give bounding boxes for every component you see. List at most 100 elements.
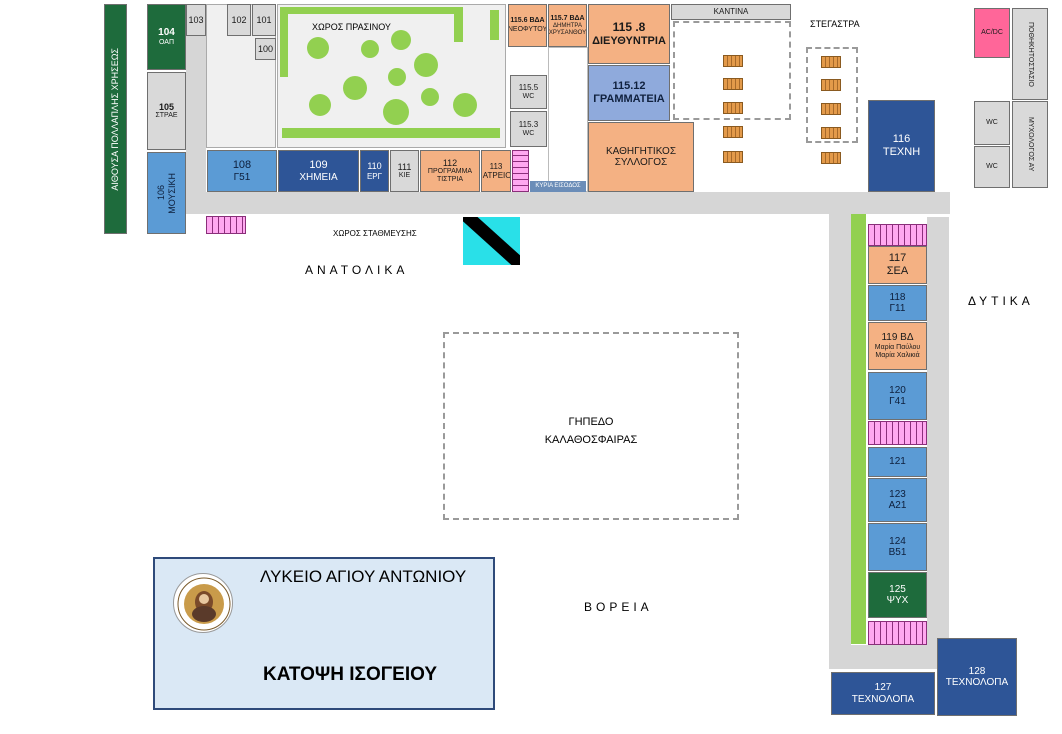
room-106[interactable]: 106 ΜΟΥΣΙΚΗ [147, 152, 186, 234]
stairs-east-mid [868, 421, 927, 445]
south-corridor [829, 645, 939, 669]
hall-label: ΑΙΘΟΥΣΑ ΠΟΛΛΑΠΛΗΣ ΧΡΗΣΕΩΣ [110, 47, 121, 191]
title-box: ΛΥΚΕΙΟ ΑΓΙΟΥ ΑΝΤΩΝΙΟΥ ΚΑΤΟΨΗ ΙΣΟΓΕΙΟΥ [153, 557, 495, 710]
tree [383, 99, 409, 125]
room-101[interactable]: 101 [252, 4, 276, 36]
wc-1[interactable]: WC [974, 101, 1010, 145]
east-corridor [829, 214, 851, 669]
room-120[interactable]: 120 Γ41 [868, 372, 927, 420]
room-128[interactable]: 128 ΤΕΧΝΟΛΟΠΑ [937, 638, 1017, 716]
room-104[interactable]: 104 ΟΑΠ [147, 4, 186, 70]
room-103-num: 103 [188, 14, 204, 25]
north-label: ΒΟΡΕΙΑ [584, 600, 653, 614]
canteen[interactable]: ΚΑΝΤΙΝΑ [671, 4, 791, 20]
room-110-name: ΕΡΓ [366, 171, 383, 181]
room-113-infirmary[interactable]: 113 ΙΑΤΡΕΙΟ [481, 150, 511, 192]
bench [723, 78, 743, 90]
stairs-corridor [206, 216, 246, 234]
room-115-3-wc[interactable]: 115.3 WC [510, 111, 547, 147]
west-corridor [186, 4, 206, 204]
room-112-name: ΠΡΟΓΡΑΜΜΑ [427, 168, 473, 176]
room-115-7[interactable]: 115.7 ΒΔΑ ΔΗΜΗΤΡΑ ΧΡΥΣΑΝΘΟΥ [548, 4, 587, 47]
room-127[interactable]: 127 ΤΕΧΝΟΛΟΠΑ [831, 672, 935, 715]
room-115-7-num: 115.7 ΒΔΑ [550, 14, 585, 22]
grass-strip-bottom [282, 128, 500, 138]
room-115-12-secretariat[interactable]: 115.12 ΓΡΑΜΜΑΤΕΙΑ [588, 65, 670, 121]
room-123[interactable]: 123 Α21 [868, 478, 927, 522]
room-115-7-name: ΔΗΜΗΤΡΑ [553, 22, 582, 29]
bench [821, 152, 841, 164]
inner-corridor [927, 217, 949, 647]
bench [723, 55, 743, 67]
room-109-name: ΧΗΜΕΙΑ [299, 171, 338, 183]
room-111[interactable]: 111 ΚΙΕ [390, 150, 419, 192]
basketball-court: ΓΗΠΕΔΟ ΚΑΛΑΘΟΣΦΑΙΡΑΣ [443, 332, 739, 520]
tree [388, 68, 406, 86]
staff-room[interactable]: ΚΑΘΗΓΗΤΙΚΟΣ ΣΥΛΛΟΓΟΣ [588, 122, 694, 192]
room-115-8-name: ΔΙΕΥΘΥΝΤΡΙΑ [592, 34, 666, 47]
room-109[interactable]: 109 ΧΗΜΕΙΑ [278, 150, 359, 192]
staff-room-name: ΚΑΘΗΓΗΤΙΚΟΣ [605, 145, 677, 157]
room-115-5-wc[interactable]: 115.5 WC [510, 75, 547, 109]
main-entrance[interactable]: ΚΥΡΙΑ ΕΙΣΟΔΟΣ [530, 181, 586, 192]
room-119-name: Μαρία Παύλου [874, 343, 921, 351]
tree [391, 30, 411, 50]
room-123-name: Α21 [888, 500, 907, 511]
room-115-6-name: ΝΕΟΦΥΤΟΥ [508, 25, 547, 33]
room-118[interactable]: 118 Γ11 [868, 285, 927, 321]
office-far-right[interactable]: ΜΥΧΟΛΟΓΟΣ ΑΥ [1012, 101, 1048, 188]
room-118-num: 118 [889, 291, 906, 303]
grass-strip-left [280, 7, 288, 77]
wc-2[interactable]: WC [974, 146, 1010, 188]
room-104-name: ΟΑΠ [158, 38, 175, 46]
room-124[interactable]: 124 Β51 [868, 523, 927, 571]
room-103[interactable]: 103 [186, 4, 206, 36]
school-seal [173, 573, 233, 633]
storage-room[interactable]: ΠΟΘΗΚΗΤΟΣΤΑΣΙΟ [1012, 8, 1048, 100]
bench [723, 126, 743, 138]
room-128-num: 128 [968, 665, 986, 677]
bench [821, 103, 841, 115]
north-corridor [186, 192, 950, 214]
room-121[interactable]: 121 [868, 447, 927, 477]
room-102[interactable]: 102 [227, 4, 251, 36]
room-102-num: 102 [231, 14, 247, 25]
room-116-art[interactable]: 116 ΤΕΧΝΗ [868, 100, 935, 192]
bench [821, 56, 841, 68]
room-111-num: 111 [397, 161, 412, 172]
room-115-6[interactable]: 115.6 ΒΔΑ ΝΕΟΦΥΤΟΥ [508, 4, 547, 47]
storage-label: ΠΟΘΗΚΗΤΟΣΤΑΣΙΟ [1027, 21, 1035, 87]
room-110-num: 110 [367, 161, 382, 172]
canteen-shelter [673, 21, 791, 120]
room-106-num: 106 [156, 185, 167, 201]
room-100[interactable]: 100 [255, 38, 276, 60]
room-112[interactable]: 112 ΠΡΟΓΡΑΜΜΑ ΤΙΣΤΡΙΑ [420, 150, 480, 192]
room-108[interactable]: 108 Γ51 [207, 150, 277, 192]
tree [343, 76, 367, 100]
bench [723, 102, 743, 114]
room-115-8-num: 115 .8 [612, 19, 646, 34]
room-125[interactable]: 125 ΨΥΧ [868, 572, 927, 618]
room-104-num: 104 [158, 27, 175, 39]
multi-purpose-hall[interactable]: ΑΙΘΟΥΣΑ ΠΟΛΛΑΠΛΗΣ ΧΡΗΣΕΩΣ [104, 4, 127, 234]
acdc-label: AC/DC [981, 28, 1003, 36]
grass-strip-right [490, 10, 499, 40]
room-106-name: ΜΟΥΣΙΚΗ [166, 172, 177, 214]
room-121-num: 121 [889, 456, 906, 468]
grass-strip-east [851, 214, 866, 644]
bench [723, 151, 743, 163]
room-117-name: ΣΕΑ [886, 265, 909, 277]
acdc-room[interactable]: AC/DC [974, 8, 1010, 58]
room-115-8-director[interactable]: 115 .8 ΔΙΕΥΘΥΝΤΡΙΑ [588, 4, 670, 64]
room-108-name: Γ51 [233, 171, 251, 183]
green-area-label: ΧΩΡΟΣ ΠΡΑΣΙΝΟΥ [312, 22, 391, 32]
room-105[interactable]: 105 ΣΤΡΑΕ [147, 72, 186, 150]
room-110[interactable]: 110 ΕΡΓ [360, 150, 389, 192]
room-115-3-num: 115.3 [518, 120, 539, 130]
room-117[interactable]: 117 ΣΕΑ [868, 246, 927, 284]
room-115-5-name: WC [522, 92, 535, 100]
room-119[interactable]: 119 ΒΔ Μαρία Παύλου Μαρία Χαλικιά [868, 322, 927, 370]
room-101-num: 101 [256, 14, 272, 25]
room-125-num: 125 [889, 583, 906, 595]
room-115-12-num: 115.12 [612, 80, 646, 93]
